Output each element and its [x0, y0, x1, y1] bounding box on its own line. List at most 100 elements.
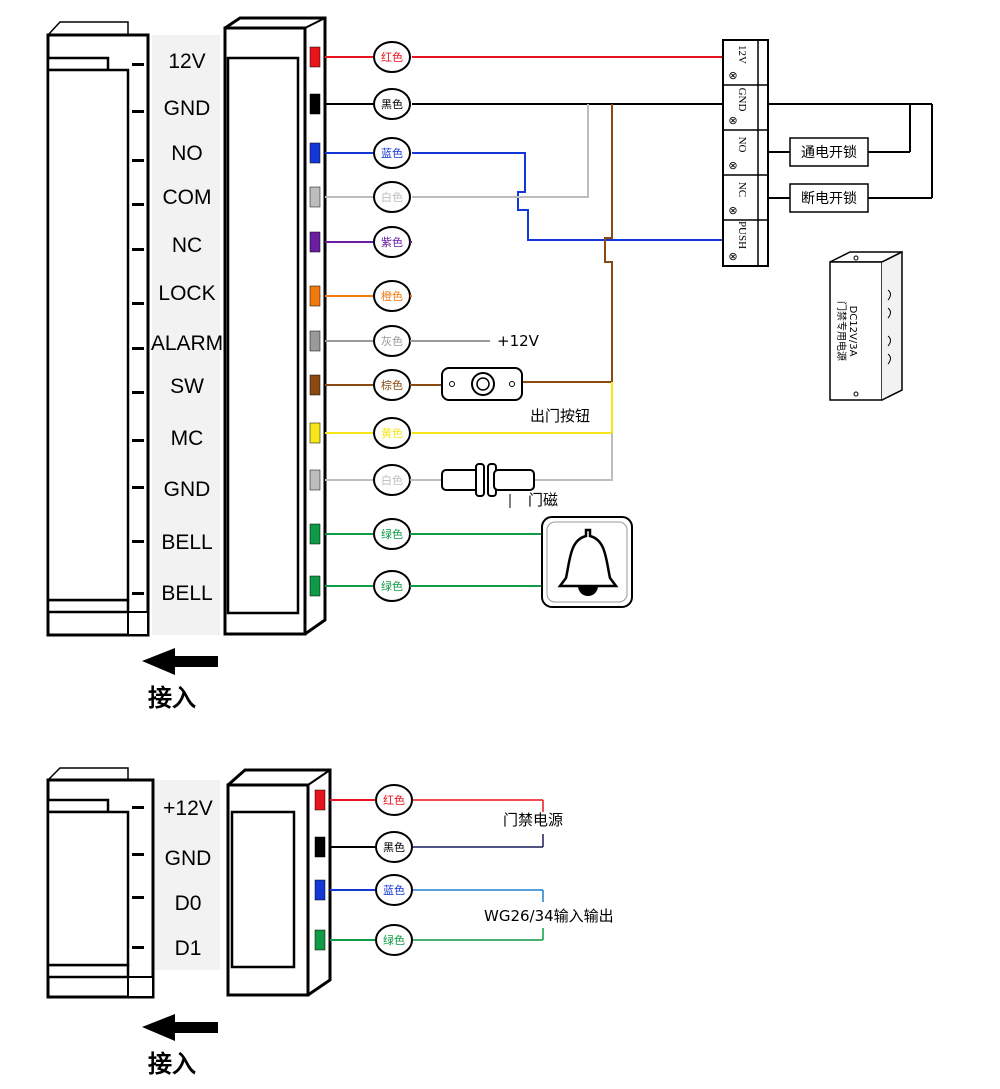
routing-wires: [412, 56, 933, 481]
wire-color-label: 橙色: [381, 289, 403, 303]
connector-housing-left: [46, 21, 150, 637]
wire-color-label: 绿色: [381, 527, 403, 541]
wire-color-label: 棕色: [381, 378, 403, 392]
wire-color-swatch: [309, 523, 321, 545]
unlock-off-power-label: 断电开锁: [801, 191, 857, 207]
wire-color-label: 黑色: [381, 97, 403, 111]
wire-color-label: 蓝色: [383, 883, 405, 897]
pin-label: BELL: [161, 582, 212, 605]
gray-wire-note: +12V: [497, 332, 540, 350]
unlock-on-power-box: 通电开锁: [789, 137, 869, 167]
pin-label: 12V: [168, 50, 205, 73]
wire-color-swatch: [309, 575, 321, 597]
wire-color-swatch: [309, 285, 321, 307]
wire-color-bubble: [373, 181, 411, 213]
input-arrow-2: 接入: [142, 1014, 218, 1078]
pin-label: D0: [175, 892, 202, 915]
routing-wires-2: [412, 799, 544, 941]
pin-label-strip-2: [155, 780, 220, 970]
wire-color-label: 黑色: [383, 840, 405, 854]
wire-color-bubble: [373, 137, 411, 169]
wire-color-swatch: [309, 186, 321, 208]
pin-label: NC: [172, 234, 202, 257]
pin-label: LOCK: [158, 282, 215, 305]
wire-color-label: 蓝色: [381, 146, 403, 160]
pin-tick: [132, 592, 144, 595]
wire-color-bubble: [375, 874, 413, 906]
wire-color-swatch: [309, 46, 321, 68]
wire-color-swatch: [314, 836, 326, 858]
pin-tick: [132, 946, 144, 949]
door-contact-device: 门磁: [441, 463, 558, 509]
pin-label: SW: [170, 375, 204, 398]
connector-housing-right-2: [226, 768, 332, 997]
pin-tick: [132, 248, 144, 251]
wire-color-label: 白色: [381, 473, 403, 487]
pin-label: GND: [164, 97, 211, 120]
pin-label: +12V: [163, 797, 213, 820]
door-contact-label: 门磁: [528, 491, 558, 509]
power-label: 门禁电源: [503, 811, 563, 829]
pin-label: ALARM: [151, 332, 223, 355]
wire-color-bubble: [373, 417, 411, 449]
terminal-screw-icon: ⊗: [728, 160, 737, 172]
terminal-label: 12V: [736, 45, 748, 64]
pin-tick: [132, 439, 144, 442]
pin-label-strip: [152, 35, 220, 635]
pin-tick: [132, 203, 144, 206]
input-arrow: 接入: [142, 648, 218, 712]
pin-label: GND: [164, 478, 211, 501]
wire-color-label: 绿色: [381, 579, 403, 593]
pin-tick: [132, 896, 144, 899]
terminal-screw-icon: ⊗: [728, 70, 737, 82]
wire-color-swatch: [309, 142, 321, 164]
wire-color-label: 红色: [383, 793, 405, 807]
input-arrow-label-2: 接入: [148, 1050, 196, 1078]
terminal-screw-icon: ⊗: [728, 251, 737, 263]
pin-tick: [132, 110, 144, 113]
pin-tick: [132, 159, 144, 162]
wire-color-swatch: [314, 929, 326, 951]
terminal-label: PUSH: [736, 221, 748, 249]
pin-tick: [132, 806, 144, 809]
psu-line1: DC12V/3A: [847, 306, 858, 357]
connector-housing-right: [223, 16, 327, 636]
wire-color-label: 绿色: [383, 933, 405, 947]
wire-color-bubble: [375, 924, 413, 956]
pin-label: NO: [171, 142, 203, 165]
pin-tick: [132, 302, 144, 305]
pin-tick: [132, 853, 144, 856]
terminal-screw-icon: ⊗: [728, 205, 737, 217]
power-supply-box: DC12V/3A 门禁专用电源: [829, 250, 903, 401]
wire-color-bubble: [375, 784, 413, 816]
pin-tick: [132, 391, 144, 394]
psu-line2: 门禁专用电源: [835, 301, 848, 361]
input-arrow-label: 接入: [148, 684, 196, 712]
wiegand-label: WG26/34输入输出: [484, 907, 614, 925]
wire-color-swatch: [309, 422, 321, 444]
wire-color-bubble: [373, 88, 411, 120]
unlock-off-power-box: 断电开锁: [789, 183, 869, 213]
wire-color-bubble: [375, 831, 413, 863]
wire-color-swatch: [309, 469, 321, 491]
wire-color-swatch: [309, 93, 321, 115]
wire-color-label: 白色: [381, 190, 403, 204]
pin-label: D1: [175, 937, 202, 960]
terminal-block: 12V⊗GND⊗NO⊗NC⊗PUSH⊗: [722, 39, 769, 267]
unlock-on-power-label: 通电开锁: [801, 145, 857, 161]
pin-label: COM: [163, 186, 212, 209]
pin-tick: [132, 63, 144, 66]
bell-icon: [541, 516, 633, 608]
pin-tick: [132, 347, 144, 350]
pin-tick: [132, 486, 144, 489]
wire-color-swatch: [309, 231, 321, 253]
wire-color-swatch: [309, 330, 321, 352]
terminal-label: GND: [736, 88, 748, 112]
terminal-label: NO: [736, 137, 748, 153]
wire-color-label: 紫色: [381, 235, 403, 249]
wire-color-label: 红色: [381, 50, 403, 64]
pin-label: GND: [165, 847, 212, 870]
